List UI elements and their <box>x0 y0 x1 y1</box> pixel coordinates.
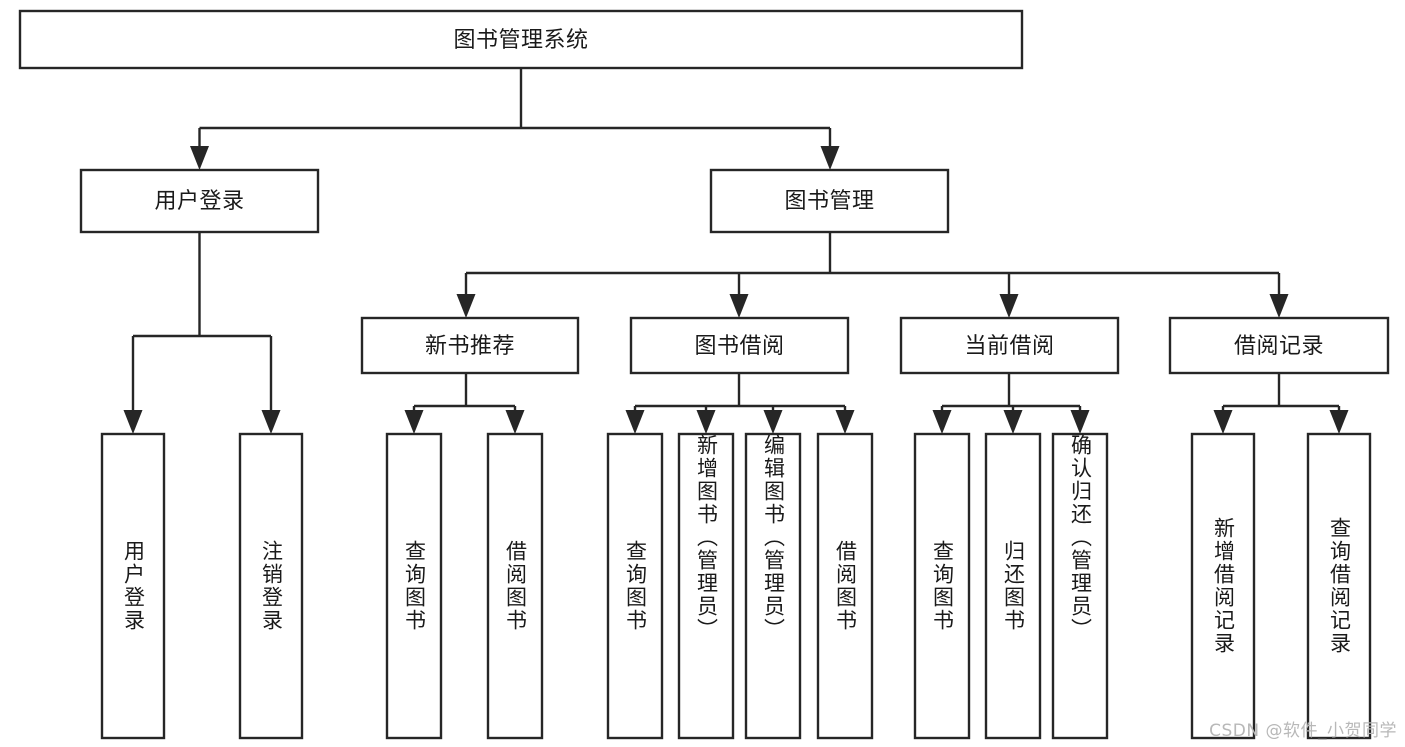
node-label-new-book-recommend: 新书推荐 <box>425 334 515 359</box>
watermark-text: CSDN @软件_小贺同学 <box>1209 721 1397 741</box>
node-box-leaf-query-book-1[interactable] <box>385 432 443 740</box>
arrowhead-leaf-return-book <box>1003 410 1023 434</box>
arrowhead-leaf-borrow-book-2 <box>835 410 855 434</box>
node-label-root: 图书管理系统 <box>453 28 588 53</box>
arrowhead-new-book-recommend <box>456 294 476 318</box>
arrowhead-borrow-record <box>1269 294 1289 318</box>
node-box-leaf-add-record[interactable] <box>1190 432 1256 740</box>
node-box-new-book-recommend[interactable] <box>360 316 580 375</box>
arrowhead-leaf-query-record <box>1329 410 1349 434</box>
arrowhead-leaf-confirm-return <box>1070 410 1090 434</box>
arrowhead-book-manage <box>820 146 840 170</box>
arrowhead-leaf-user-login <box>123 410 143 434</box>
node-box-leaf-borrow-book-1[interactable] <box>486 432 544 740</box>
node-box-leaf-return-book[interactable] <box>984 432 1042 740</box>
node-box-leaf-query-book-2[interactable] <box>606 432 664 740</box>
node-box-leaf-add-book[interactable] <box>677 432 735 740</box>
node-layer: 图书管理系统 用户登录 图书管理 新书推荐 图书借阅 当前借阅 借阅记录 <box>18 9 1390 740</box>
arrowhead-leaf-query-book-3 <box>932 410 952 434</box>
arrowhead-leaf-borrow-book-1 <box>505 410 525 434</box>
arrowhead-current-borrow <box>999 294 1019 318</box>
node-box-leaf-logout[interactable] <box>238 432 304 740</box>
node-box-leaf-confirm-return[interactable] <box>1051 432 1109 740</box>
node-box-user-login[interactable] <box>79 168 320 234</box>
node-box-leaf-edit-book[interactable] <box>744 432 802 740</box>
connector-layer <box>123 68 1349 434</box>
arrowhead-book-borrow <box>729 294 749 318</box>
node-box-leaf-query-book-3[interactable] <box>913 432 971 740</box>
arrowhead-leaf-add-record <box>1213 410 1233 434</box>
node-box-current-borrow[interactable] <box>899 316 1120 375</box>
node-label-current-borrow: 当前借阅 <box>964 334 1054 359</box>
arrowhead-leaf-query-book-1 <box>404 410 424 434</box>
node-label-book-borrow: 图书借阅 <box>694 334 784 359</box>
node-box-root[interactable] <box>18 9 1024 70</box>
node-box-leaf-query-record[interactable] <box>1306 432 1372 740</box>
node-label-book-manage: 图书管理 <box>784 189 874 214</box>
arrowhead-leaf-edit-book <box>763 410 783 434</box>
arrowhead-leaf-add-book <box>696 410 716 434</box>
node-label-user-login: 用户登录 <box>154 189 244 214</box>
node-box-leaf-user-login[interactable] <box>100 432 166 740</box>
node-box-leaf-borrow-book-2[interactable] <box>816 432 874 740</box>
arrowhead-leaf-query-book-2 <box>625 410 645 434</box>
node-box-book-borrow[interactable] <box>629 316 850 375</box>
arrowhead-user-login <box>190 146 209 170</box>
arrowhead-leaf-logout <box>261 410 281 434</box>
node-label-borrow-record: 借阅记录 <box>1234 334 1324 359</box>
node-box-book-manage[interactable] <box>709 168 950 234</box>
node-box-borrow-record[interactable] <box>1168 316 1390 375</box>
